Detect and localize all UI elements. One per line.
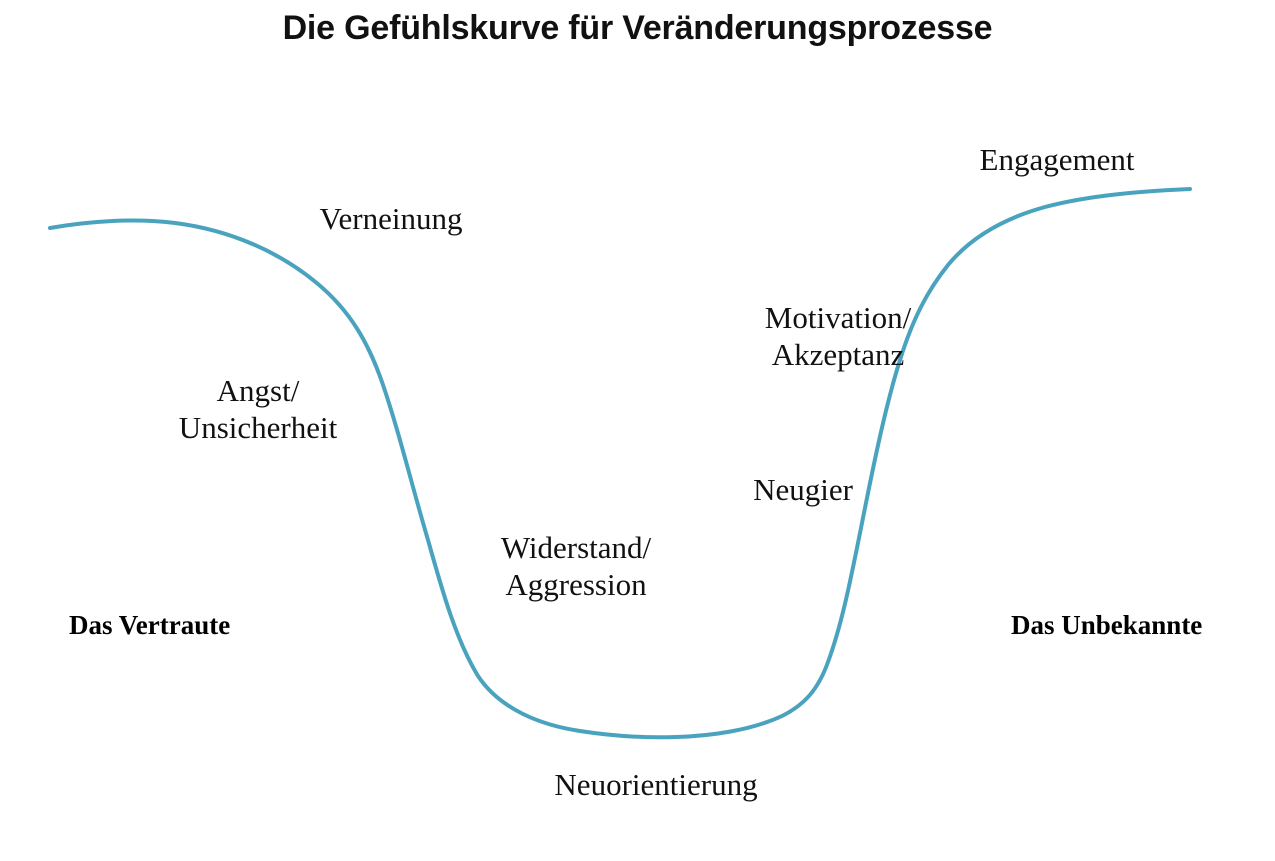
stage-label-neugier-line1: Neugier <box>753 472 853 507</box>
anchor-label-das-unbekannte: Das Unbekannte <box>1011 610 1203 640</box>
anchor-label-das-vertraute: Das Vertraute <box>69 610 231 640</box>
stage-label-motivation-akzeptanz: Motivation/ Akzeptanz <box>765 299 911 373</box>
stage-label-verneinung-line1: Verneinung <box>319 201 463 236</box>
stage-label-motivation-line1: Motivation/ <box>764 300 912 335</box>
stage-label-motivation-line2: Akzeptanz <box>771 337 905 372</box>
stage-label-neugier: Neugier <box>753 471 853 508</box>
stage-label-widerstand-line2: Aggression <box>505 567 647 602</box>
emotional-curve-line <box>48 187 1192 740</box>
stage-label-widerstand-aggression: Widerstand/ Aggression <box>501 529 651 603</box>
stage-label-engagement: Engagement <box>980 141 1135 178</box>
stage-label-angst-unsicherheit: Angst/ Unsicherheit <box>179 372 337 446</box>
stage-label-verneinung: Verneinung <box>320 200 463 237</box>
stage-label-widerstand-line1: Widerstand/ <box>500 530 652 565</box>
stage-label-neuorientierung: Neuorientierung <box>554 766 757 803</box>
stage-label-neuorientierung-line1: Neuorientierung <box>554 767 758 802</box>
stage-label-engagement-line1: Engagement <box>979 142 1135 177</box>
stage-label-angst-line1: Angst/ <box>216 373 300 408</box>
stage-label-angst-line2: Unsicherheit <box>178 410 338 445</box>
page-title: Die Gefühlskurve für Veränderungsprozess… <box>282 9 993 47</box>
